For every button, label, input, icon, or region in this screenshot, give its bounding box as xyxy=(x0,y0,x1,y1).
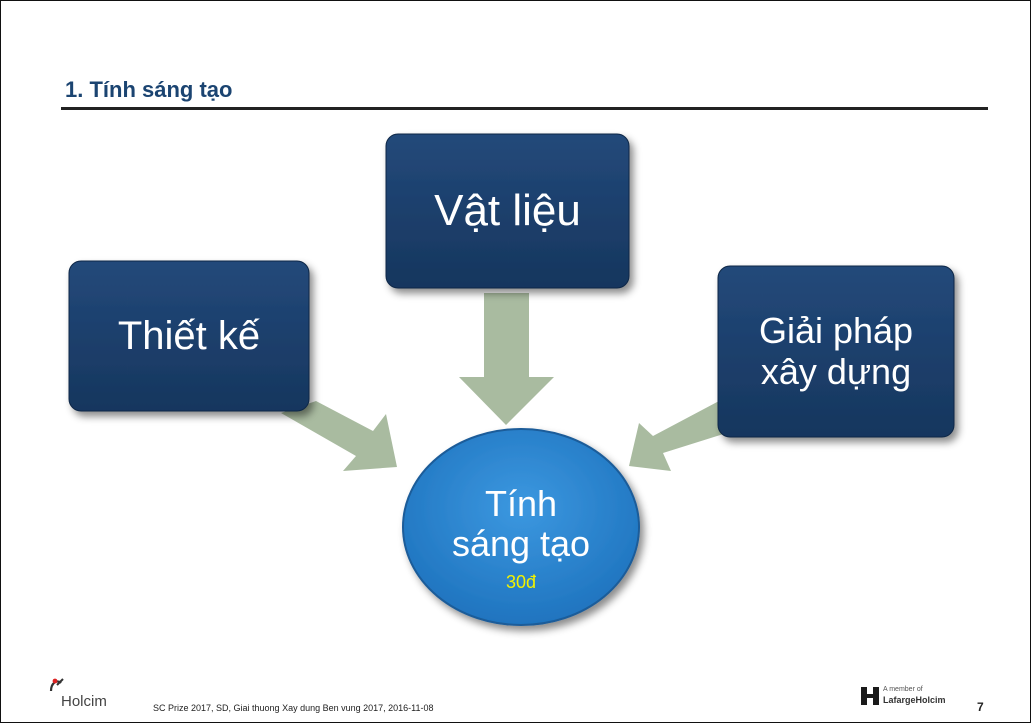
box-label-vat-lieu: Vật liệu xyxy=(386,134,629,288)
box-giai-phap-line1: Giải pháp xyxy=(758,310,914,352)
box-thiet-ke-text: Thiết kế xyxy=(117,313,261,358)
box-vat-lieu xyxy=(385,133,630,289)
box-giai-phap xyxy=(717,265,955,438)
center-line1: Tính xyxy=(484,482,558,524)
title-divider xyxy=(61,107,988,110)
lafarge-name: LafargeHolcim xyxy=(883,695,946,705)
holcim-logo: Holcim xyxy=(47,673,137,713)
box-thiet-ke xyxy=(68,260,310,412)
box-label-thiet-ke: Thiết kế xyxy=(69,261,309,411)
center-line2: sáng tạo xyxy=(451,522,591,564)
lafargeholcim-logo: A member of LafargeHolcim xyxy=(861,685,971,715)
box-giai-phap-line2: xây dựng xyxy=(760,350,912,392)
holcim-wordmark: Holcim xyxy=(61,693,107,710)
page-number: 7 xyxy=(977,700,984,714)
lafargeholcim-h-icon xyxy=(861,687,879,705)
arrow-left xyxy=(281,401,397,471)
arrow-right xyxy=(629,401,733,471)
footer-text: SC Prize 2017, SD, Giai thuong Xay dung … xyxy=(153,703,434,713)
holcim-mark-icon xyxy=(49,678,64,692)
slide-title: 1. Tính sáng tạo xyxy=(65,77,233,102)
center-points: 30đ xyxy=(505,572,537,593)
center-label: Tính sáng tạo 30đ xyxy=(403,463,639,613)
center-circle xyxy=(402,428,640,626)
lafarge-member-text: A member of xyxy=(883,686,923,693)
box-vat-lieu-text: Vật liệu xyxy=(434,186,581,236)
box-label-giai-phap: Giải pháp xây dựng xyxy=(718,266,954,437)
arrow-top xyxy=(459,293,554,425)
